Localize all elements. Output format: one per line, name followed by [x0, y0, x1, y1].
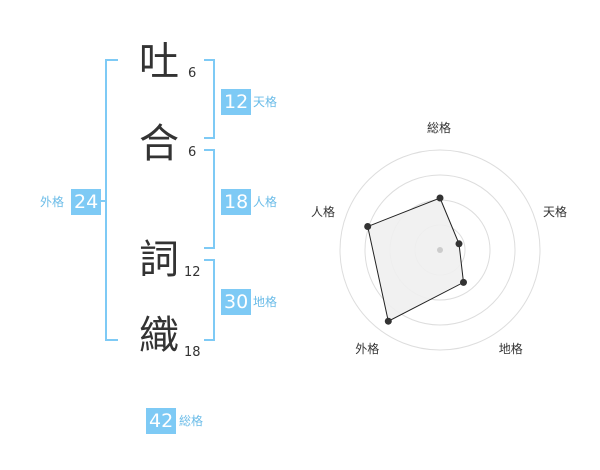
tenkaku-value-badge: 12	[221, 89, 252, 115]
chikaku-label: 地格	[253, 295, 278, 309]
name-char-3: 詞	[139, 237, 179, 283]
name-char-2-strokes: 6	[188, 145, 197, 160]
jinkaku-label: 人格	[253, 195, 278, 209]
name-char-1-strokes: 6	[188, 66, 197, 81]
tenkaku-bracket	[204, 59, 215, 139]
radar-axis-label-2: 天格	[543, 205, 568, 220]
radar-value-polygon	[367, 197, 465, 322]
chikaku-bracket	[204, 259, 215, 341]
name-char-2: 合	[139, 121, 179, 167]
radar-axis-label-3: 地格	[498, 341, 523, 356]
radar-center-dot	[437, 247, 443, 253]
soukaku-label: 総格	[179, 414, 204, 428]
radar-ring	[364, 174, 516, 326]
radar-point-1	[436, 194, 444, 202]
radar-axis-label-4: 外格	[355, 341, 380, 356]
radar-point-4	[384, 317, 392, 325]
tenkaku-label: 天格	[253, 95, 278, 109]
gaikaku-value-badge: 24	[71, 189, 102, 215]
name-char-4: 織	[139, 313, 179, 359]
jinkaku-bracket	[204, 149, 215, 249]
soukaku-value-badge: 42	[146, 408, 177, 434]
name-char-4-strokes: 18	[184, 345, 201, 360]
radar-axis-label-1: 総格	[427, 121, 452, 135]
chikaku-value-badge: 30	[221, 289, 252, 315]
radar-point-3	[460, 278, 467, 286]
radar-point-5	[364, 223, 372, 230]
name-char-1: 吐	[139, 39, 179, 85]
radar-axis-label-5: 人格	[311, 205, 336, 220]
gaikaku-label: 外格	[40, 195, 65, 209]
name-char-3-strokes: 12	[184, 265, 201, 280]
radar-ring	[339, 149, 541, 351]
radar-point-2	[455, 240, 463, 248]
jinkaku-value-badge: 18	[221, 189, 252, 215]
